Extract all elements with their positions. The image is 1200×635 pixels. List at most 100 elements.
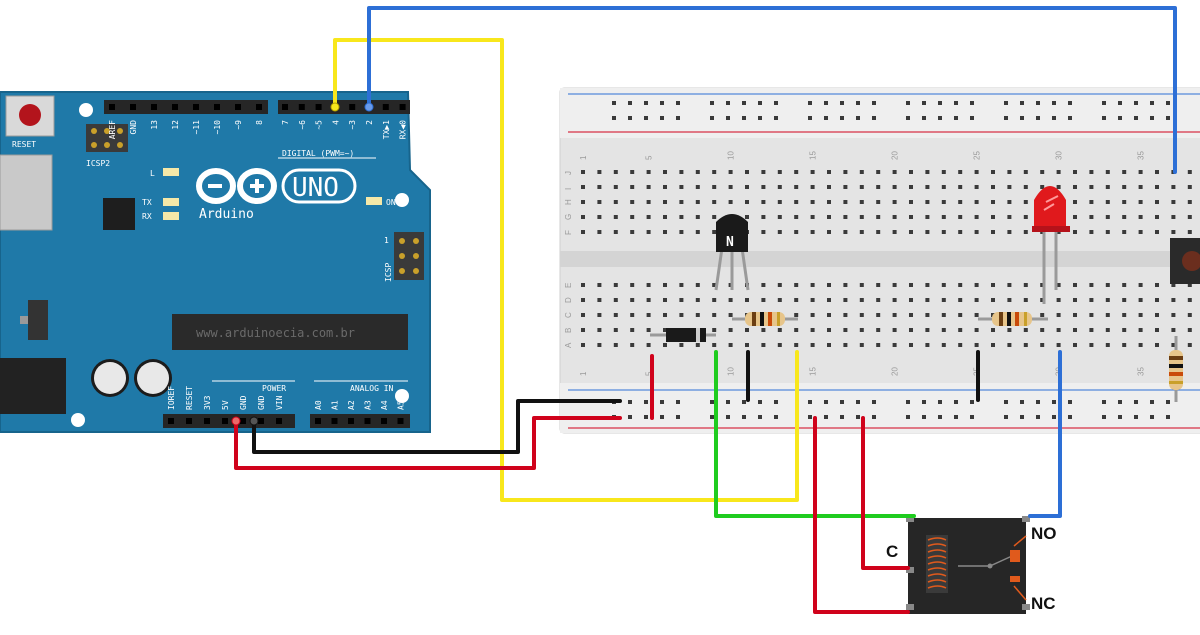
power-label: POWER: [262, 384, 286, 393]
analog-label: ANALOG IN: [350, 384, 394, 393]
pin-label: ~3: [348, 120, 357, 130]
header-pin: [151, 104, 157, 110]
digital-header-left: [104, 100, 268, 114]
header-pin: [381, 418, 387, 424]
breadboard-row-letter: D: [564, 297, 573, 303]
header-pin: [186, 418, 192, 424]
header-pin: [130, 104, 136, 110]
pin-label: AREF: [108, 120, 117, 139]
breadboard-holes: [581, 101, 1192, 419]
header-pin: [298, 104, 305, 110]
breadboard-row-letter: A: [564, 342, 573, 348]
pin-label: ~11: [192, 120, 201, 135]
header-pin: [276, 418, 282, 424]
pin-label: 3V3: [203, 395, 212, 410]
wire-green-coil: [714, 350, 916, 518]
breadboard-column-number: 35: [1137, 151, 1146, 160]
breadboard-row-letter: H: [564, 199, 573, 205]
pin-label: A1: [331, 400, 340, 410]
pin-label: IOREF: [167, 386, 176, 410]
l-led-label: L: [150, 169, 155, 178]
digital-header-right: [278, 100, 410, 114]
npn-transistor: N: [714, 214, 750, 291]
pin-label: ~9: [234, 120, 243, 130]
push-button[interactable]: [1170, 238, 1200, 284]
resistor-button: [1169, 336, 1183, 402]
transistor-mark: N: [726, 235, 734, 250]
breadboard-column-number: 20: [891, 367, 900, 376]
arduino-infinity-logo: [196, 168, 277, 204]
wire-red-relay-common: [861, 416, 910, 570]
pin-label: 2: [365, 120, 374, 125]
arduino-brand-label: Arduino: [199, 207, 254, 222]
tx-led: [163, 198, 179, 206]
header-pin: [258, 418, 264, 424]
breadboard-row-letter: F: [564, 230, 573, 235]
wire-blue-relay-no: [1028, 350, 1062, 518]
breadboard-column-number: 5: [645, 155, 654, 160]
relay-common-label: C: [886, 542, 898, 561]
header-pin: [364, 418, 371, 424]
breadboard-column-number: 20: [891, 151, 900, 160]
breadboard-column-number: 15: [809, 367, 818, 376]
icsp-pin1-label: 1: [384, 236, 389, 245]
usb-chip: [103, 198, 135, 230]
digital-label: DIGITAL (PWM=~): [282, 149, 354, 158]
header-pin: [348, 418, 354, 424]
breadboard-column-number: 30: [1055, 151, 1064, 160]
header-pin: [222, 418, 228, 424]
relay: [906, 516, 1030, 614]
pin-label: 12: [171, 120, 180, 130]
wire-yellow: [333, 38, 799, 502]
breadboard-top-power-rail: [560, 88, 1200, 138]
breadboard-column-number: 35: [1137, 367, 1146, 376]
power-header: [163, 414, 295, 428]
icsp-header: [394, 232, 424, 280]
atmega-chip: [172, 314, 408, 350]
header-pin: [214, 104, 220, 110]
power-jack: [0, 358, 66, 414]
resistor-led: [978, 312, 1048, 326]
tx-led-label: TX: [142, 198, 152, 207]
pin-label: RESET: [185, 386, 194, 410]
header-pin: [282, 104, 288, 110]
breadboard-row-letter: B: [564, 328, 573, 333]
pin-label: A4: [380, 400, 389, 410]
arduino-board: RESET ICSP2 L TX RX ON: [0, 91, 431, 433]
l-led: [163, 168, 179, 176]
header-pin: [349, 104, 356, 110]
breadboard-column-number: 25: [973, 151, 982, 160]
wire-blue-button: [367, 6, 1177, 174]
breadboard-row-letter: C: [564, 312, 573, 318]
breadboard-bottom-power-rail: [560, 383, 1200, 433]
usb-connector: [0, 154, 53, 231]
wire-endpoints: [231, 102, 374, 426]
mounting-hole: [71, 413, 85, 427]
header-pin: [256, 104, 262, 110]
pin-label: ~5: [315, 120, 324, 130]
header-pin: [382, 104, 389, 110]
breadboard-column-number: 15: [809, 151, 818, 160]
header-pin: [240, 418, 246, 424]
pin-label: ~6: [298, 120, 307, 130]
reset-button[interactable]: [5, 95, 55, 137]
mounting-hole: [79, 103, 93, 117]
relay-coil: [926, 535, 948, 593]
header-pin: [399, 104, 406, 110]
pin-label: RX◀0: [399, 120, 408, 139]
on-led-label: ON: [386, 198, 396, 207]
website-label: www.arduinoecia.com.br: [196, 326, 355, 340]
icsp2-header: [86, 124, 128, 152]
breadboard-column-number: 10: [727, 151, 736, 160]
pin-label: GND: [257, 395, 266, 410]
header-pin: [235, 104, 241, 110]
relay-no-label: NO: [1031, 524, 1057, 543]
wire-red-relay-coil: [813, 416, 910, 614]
breadboard-column-number: 1: [579, 155, 588, 160]
header-pin: [168, 418, 174, 424]
header-pin: [331, 418, 338, 424]
